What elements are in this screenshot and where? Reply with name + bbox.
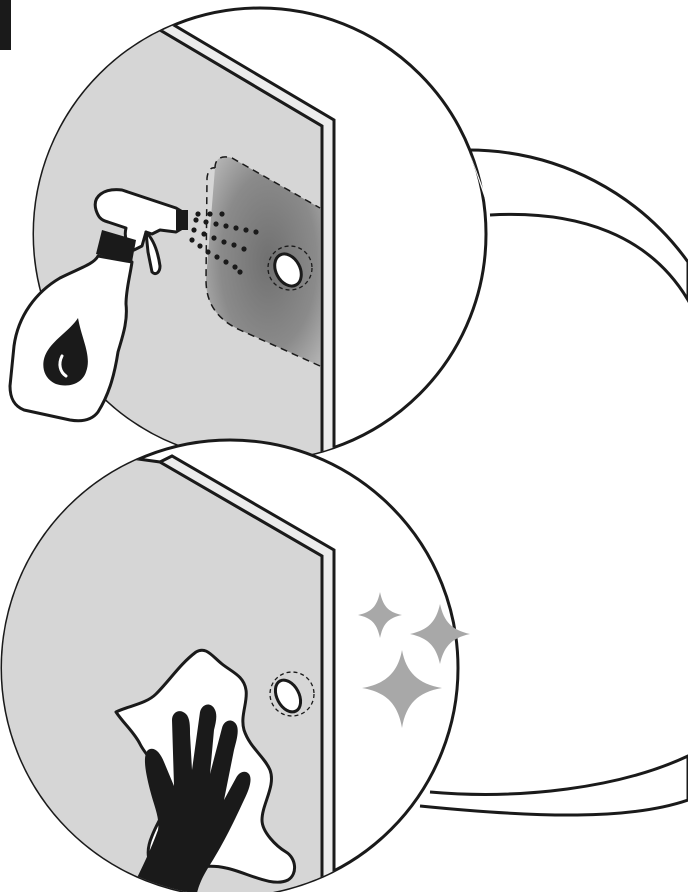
step-2-panel (0, 440, 688, 892)
corner-mark (0, 0, 11, 50)
step-1-panel (10, 0, 688, 480)
step-1-bubble-tail (468, 150, 688, 300)
step-2-bubble-tail (420, 756, 688, 815)
